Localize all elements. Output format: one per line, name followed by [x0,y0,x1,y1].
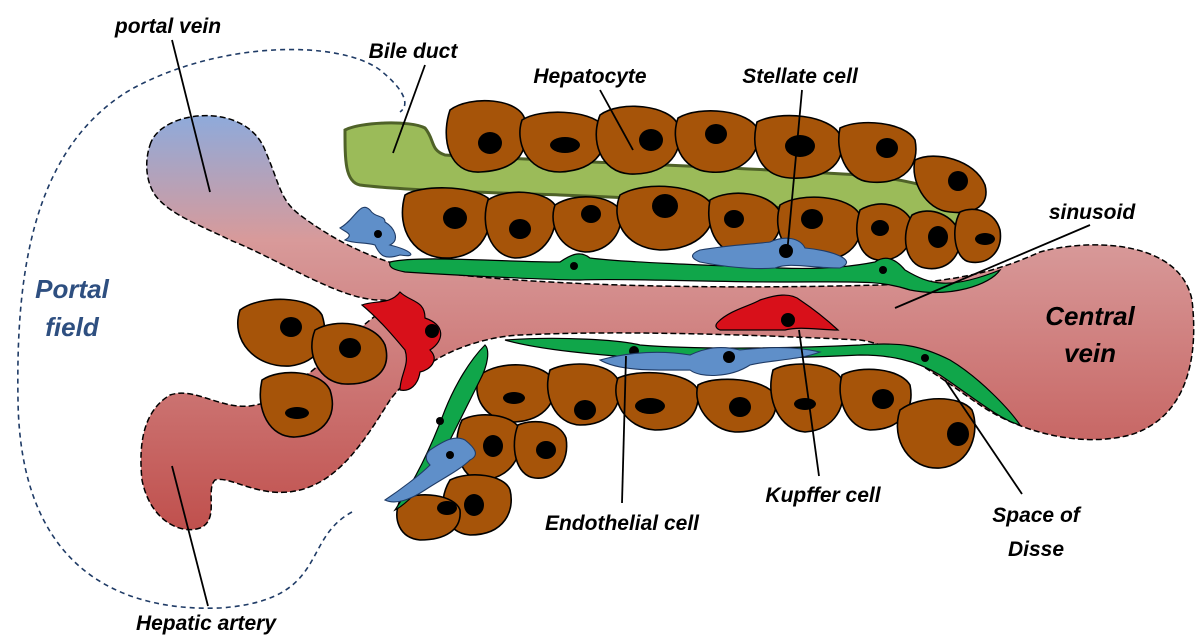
label-endothelial-cell: Endothelial cell [545,512,700,535]
label-kupffer-cell: Kupffer cell [765,484,881,507]
label-bile-duct: Bile duct [369,40,459,63]
label-space-of-disse-line1: Space of [992,504,1082,527]
label-stellate-cell: Stellate cell [742,65,859,88]
label-sinusoid: sinusoid [1049,201,1137,224]
label-hepatic-artery: Hepatic artery [136,612,277,635]
label-portal-vein: portal vein [114,15,221,38]
label-central-vein-line1: Central [1045,301,1135,331]
label-central-vein-line2: vein [1064,338,1116,368]
label-space-of-disse-line2: Disse [1008,538,1064,561]
label-hepatocyte: Hepatocyte [533,65,647,88]
label-portal-field-line1: Portal [35,274,109,304]
label-portal-field-line2: field [45,312,100,342]
